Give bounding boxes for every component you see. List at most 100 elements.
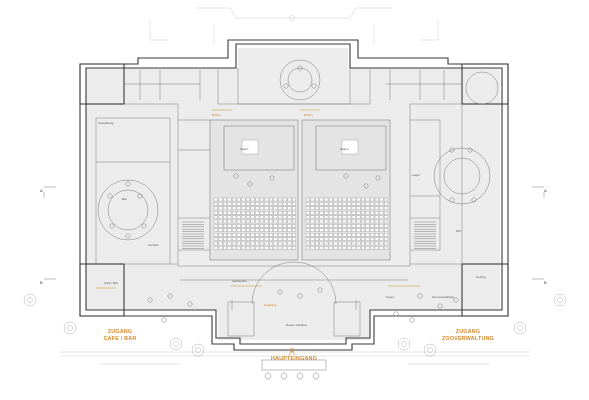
seat [328, 246, 333, 250]
seat [365, 233, 370, 237]
seat [227, 206, 232, 210]
seat [213, 237, 218, 241]
seat [361, 246, 365, 250]
seat [342, 215, 347, 219]
seat [338, 237, 342, 241]
seat [287, 228, 292, 232]
seat [356, 215, 361, 219]
table [125, 181, 131, 187]
seat [365, 241, 370, 246]
seat [292, 224, 296, 228]
seat [292, 237, 296, 241]
seat [379, 224, 384, 228]
seat [218, 241, 223, 246]
seat [342, 202, 347, 206]
seat [305, 233, 310, 237]
seat [370, 202, 375, 206]
seat [351, 246, 356, 250]
seat [269, 246, 273, 250]
seat [287, 246, 292, 250]
seat [365, 237, 370, 241]
seat [310, 197, 315, 202]
seat [370, 237, 375, 241]
seat [342, 246, 347, 250]
seat [223, 246, 227, 250]
seat [342, 224, 347, 228]
seat [250, 215, 255, 219]
seat [324, 197, 329, 202]
tree-core [517, 325, 523, 331]
seat [250, 211, 255, 215]
seat [384, 228, 388, 232]
hall-left [209, 119, 299, 261]
seat [356, 228, 361, 232]
table [297, 65, 303, 71]
seat [328, 233, 333, 237]
seat [319, 215, 324, 219]
seat [236, 219, 241, 224]
seat [351, 228, 356, 232]
seat [333, 241, 338, 246]
seat [356, 241, 361, 246]
tree-core [67, 325, 73, 331]
seat [223, 219, 227, 224]
seat [282, 206, 287, 210]
seat [232, 211, 237, 215]
seat [250, 197, 255, 202]
seat [365, 206, 370, 210]
seat [259, 237, 264, 241]
label-verwaltung: Verwaltung [98, 121, 114, 125]
seat [379, 215, 384, 219]
seat [315, 224, 319, 228]
seat [310, 224, 315, 228]
table [417, 293, 423, 299]
seat [269, 202, 273, 206]
table [109, 223, 115, 229]
seat [347, 241, 352, 246]
seat [351, 202, 356, 206]
seat [347, 211, 352, 215]
seat [310, 215, 315, 219]
entrance-right-line2: ZOOVERWALTUNG [442, 336, 494, 342]
seat [232, 219, 237, 224]
seat [255, 202, 260, 206]
tree-core [427, 347, 433, 353]
seat [227, 202, 232, 206]
seat [241, 202, 246, 206]
seat [324, 215, 329, 219]
seat [223, 224, 227, 228]
seat [246, 224, 250, 228]
seat [269, 228, 273, 232]
seat [310, 219, 315, 224]
seat [236, 233, 241, 237]
seat [223, 215, 227, 219]
seat [338, 197, 342, 202]
seat [365, 224, 370, 228]
seating-right [305, 197, 388, 250]
seat [246, 215, 250, 219]
seat [236, 211, 241, 215]
interior-walls [95, 68, 463, 267]
seat [384, 241, 388, 246]
table [247, 181, 253, 187]
seat [287, 197, 292, 202]
seat [282, 228, 287, 232]
seat [246, 197, 250, 202]
seat [241, 228, 246, 232]
seat [379, 228, 384, 232]
seat [342, 206, 347, 210]
seat [213, 219, 218, 224]
seat [305, 241, 310, 246]
seat [213, 228, 218, 232]
seat [347, 237, 352, 241]
seat [315, 211, 319, 215]
tree [23, 293, 37, 307]
section-markers: A A B B [40, 186, 547, 285]
label-empfang: Empfang [264, 303, 277, 307]
seat [264, 197, 269, 202]
seat [246, 228, 250, 232]
seat [264, 206, 269, 210]
seat [310, 233, 315, 237]
seat [379, 202, 384, 206]
seat [269, 233, 273, 237]
